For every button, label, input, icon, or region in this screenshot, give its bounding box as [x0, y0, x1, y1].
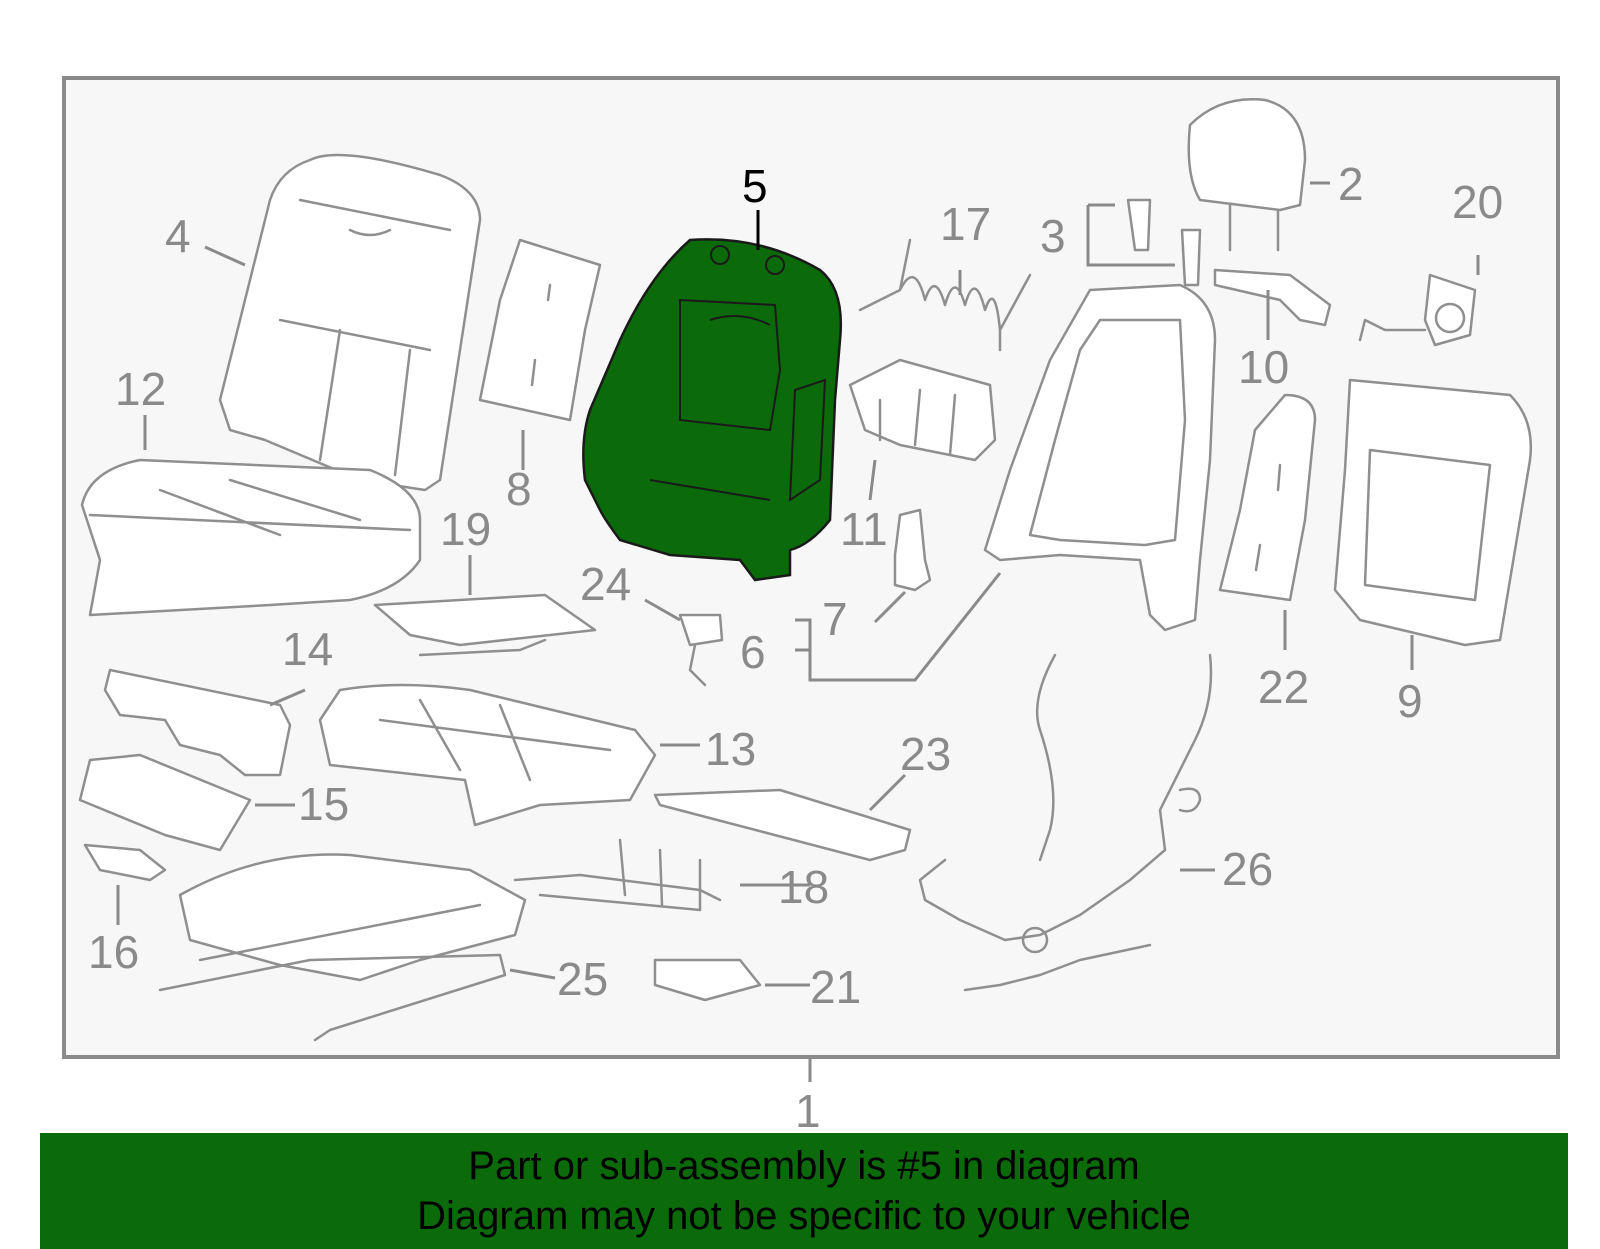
part-12-cushion-cover[interactable] — [80, 458, 422, 617]
part-18-wire-mat[interactable] — [513, 838, 722, 912]
callout-9[interactable]: 9 — [1397, 675, 1423, 727]
part-8-pad[interactable] — [478, 238, 602, 422]
part-9-back-panel[interactable] — [1333, 378, 1532, 647]
part-5-seatback-pad[interactable] — [582, 238, 842, 582]
part-21-module[interactable] — [653, 958, 762, 1002]
callout-19[interactable]: 19 — [440, 503, 491, 555]
callout-2[interactable]: 2 — [1338, 158, 1364, 210]
part-20-fan[interactable] — [1358, 273, 1477, 347]
part-10-bracket[interactable] — [1213, 268, 1332, 327]
callout-20[interactable]: 20 — [1452, 176, 1503, 228]
leader-lines — [116, 181, 1480, 987]
callout-24[interactable]: 24 — [580, 558, 631, 610]
callout-22[interactable]: 22 — [1258, 661, 1309, 713]
callout-23[interactable]: 23 — [900, 728, 951, 780]
part-17-spring[interactable] — [858, 238, 1032, 352]
callout-18[interactable]: 18 — [778, 861, 829, 913]
callout-14[interactable]: 14 — [282, 623, 333, 675]
part-24-switch[interactable] — [678, 613, 724, 687]
callout-15[interactable]: 15 — [298, 778, 349, 830]
callout-13[interactable]: 13 — [705, 723, 756, 775]
part-6-seatback-frame[interactable] — [983, 283, 1217, 632]
callout-labels: 1 2 3 4 5 6 7 8 9 10 11 12 13 14 15 16 1… — [88, 158, 1503, 1137]
part-25-seat-track[interactable] — [158, 853, 527, 1042]
callout-6[interactable]: 6 — [740, 626, 766, 678]
part-15-shield[interactable] — [78, 753, 252, 852]
callout-12[interactable]: 12 — [115, 363, 166, 415]
part-4-seatback-cover[interactable] — [218, 153, 482, 492]
callout-1[interactable]: 1 — [795, 1085, 821, 1137]
part-3-guides[interactable] — [1126, 198, 1202, 287]
part-7-motor[interactable] — [893, 508, 932, 592]
callout-25[interactable]: 25 — [557, 953, 608, 1005]
part-11-lumbar[interactable] — [848, 358, 997, 462]
part-19-cushion-pan[interactable] — [373, 593, 597, 657]
callout-7[interactable]: 7 — [822, 593, 848, 645]
part-14-side-panel[interactable] — [103, 668, 292, 777]
part-22-pad[interactable] — [1218, 393, 1317, 602]
part-13-cushion-pad[interactable] — [318, 683, 657, 827]
callout-5[interactable]: 5 — [742, 160, 768, 212]
callout-8[interactable]: 8 — [506, 463, 532, 515]
callout-17[interactable]: 17 — [940, 198, 991, 250]
part-23-panel[interactable] — [653, 788, 912, 862]
callout-4[interactable]: 4 — [165, 210, 191, 262]
banner-line-1: Part or sub-assembly is #5 in diagram — [468, 1144, 1140, 1188]
part-26-harness[interactable] — [918, 653, 1213, 992]
callout-26[interactable]: 26 — [1222, 843, 1273, 895]
callout-3[interactable]: 3 — [1040, 210, 1066, 262]
part-2-headrest[interactable] — [1187, 98, 1307, 252]
callout-11[interactable]: 11 — [840, 503, 888, 555]
info-banner: Part or sub-assembly is #5 in diagram Di… — [40, 1133, 1568, 1249]
callout-21[interactable]: 21 — [810, 961, 861, 1013]
part-16-cover[interactable] — [83, 843, 167, 882]
callout-10[interactable]: 10 — [1238, 341, 1289, 393]
callout-16[interactable]: 16 — [88, 926, 139, 978]
banner-line-2: Diagram may not be specific to your vehi… — [417, 1194, 1191, 1238]
